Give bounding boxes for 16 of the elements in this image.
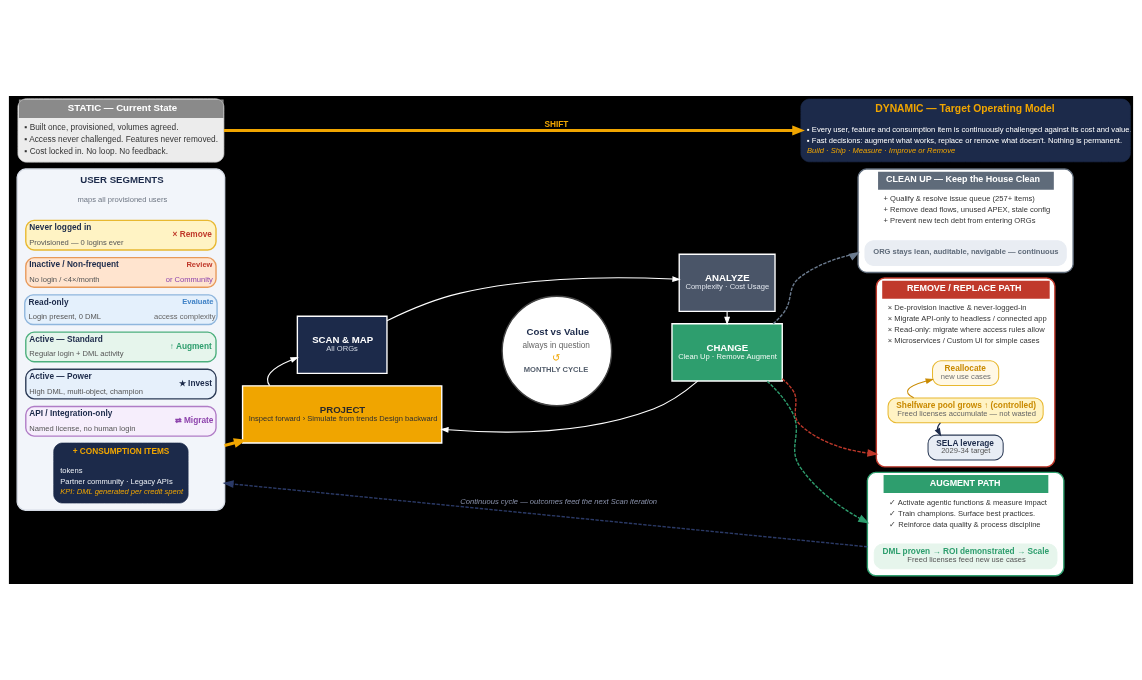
node-box: CHANGE Clean Up · Remove Augment (671, 323, 783, 382)
arrow (934, 422, 942, 437)
arrow (223, 125, 805, 136)
arrow (266, 357, 299, 387)
arrow (766, 380, 870, 524)
node-box: ANALYZE Complexity · Cost Usage (678, 253, 776, 313)
arrow (906, 378, 934, 399)
arrow (772, 251, 860, 325)
node-box: PROJECT Inspect forward › Simulate from trends Design backward (241, 385, 443, 444)
arrow (781, 378, 879, 457)
arrow (386, 276, 681, 322)
arrow (440, 380, 699, 433)
arrow (222, 480, 869, 548)
node-box: SCAN & MAP All ORGs (296, 315, 388, 375)
arrow (724, 310, 731, 326)
edge-label: Continuous cycle — outcomes feed the next Scan iteration (460, 496, 658, 506)
